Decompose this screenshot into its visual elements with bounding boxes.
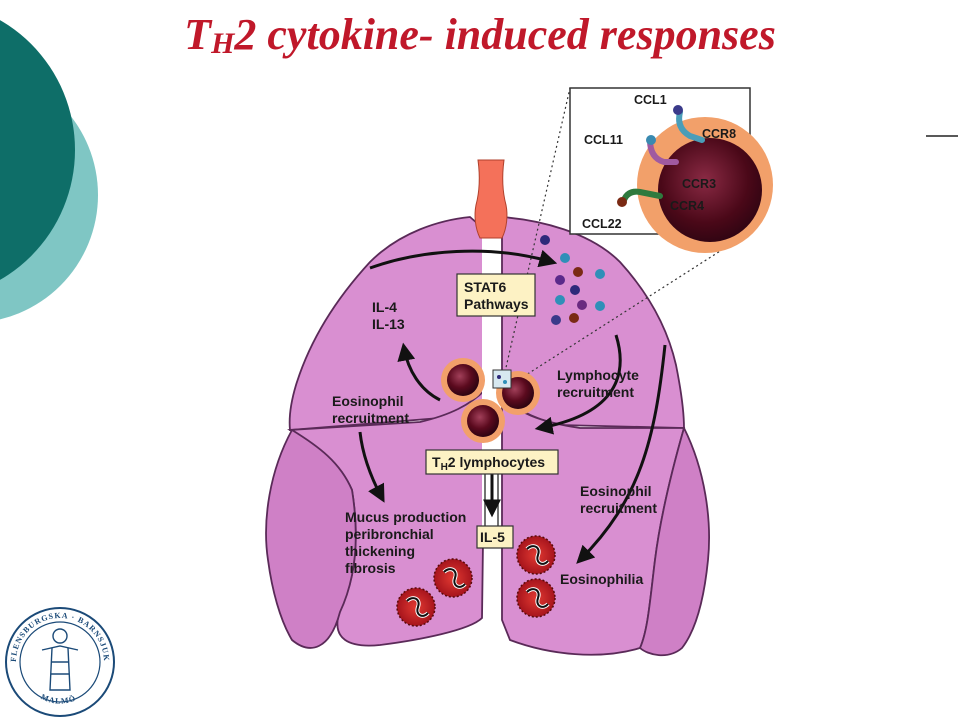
arrows xyxy=(358,249,667,564)
eosinophilia-label: Eosinophilia xyxy=(560,571,643,587)
th2-cell xyxy=(447,364,479,396)
inset-marker xyxy=(492,369,512,389)
title-prefix: T xyxy=(184,10,212,59)
eosinophil-cell xyxy=(516,535,556,575)
th2-lymphocytes-box: TH2 lymphocytes xyxy=(425,449,559,475)
mucus-line4: fibrosis xyxy=(345,560,396,576)
eosinophil-cell xyxy=(433,558,473,598)
th2-cells xyxy=(441,358,540,443)
inset-connectors xyxy=(504,87,751,383)
eosinophil-recruitment-left-line1: Eosinophil xyxy=(332,393,404,409)
eosinophil-recruitment-right-line1: Eosinophil xyxy=(580,483,652,499)
inset-chemokine-box: CCL1 CCL11 CCL22 CCR8 CCR3 CCR4 xyxy=(569,87,773,253)
title-subscript: H xyxy=(211,27,235,60)
logo-figure-icon xyxy=(41,628,79,691)
teal-decoration xyxy=(0,20,98,320)
eosinophils xyxy=(396,535,556,627)
stat6-label: STAT6 xyxy=(464,279,506,295)
ccr4-receptor xyxy=(617,188,663,207)
pathways-label: Pathways xyxy=(464,296,529,312)
inset-ccl11: CCL11 xyxy=(584,133,623,147)
slide-title: TH2 cytokine- induced responses xyxy=(0,0,960,70)
il5-label: IL-5 xyxy=(480,529,505,545)
inset-ccr3: CCR3 xyxy=(682,177,716,191)
arrow-left-down xyxy=(358,431,385,503)
il4-label: IL-4 xyxy=(372,299,397,315)
eosinophil-recruitment-right-line2: recruitment xyxy=(580,500,657,516)
eosinophil-cell xyxy=(516,578,556,618)
lungs xyxy=(265,216,710,657)
th2-cell xyxy=(467,405,499,437)
arrow-to-il xyxy=(397,342,441,402)
mucus-line2: peribronchial xyxy=(345,526,434,542)
lymphocyte-recruitment-line2: recruitment xyxy=(557,384,634,400)
mucus-line1: Mucus production xyxy=(345,509,466,525)
ccr3-cell xyxy=(658,138,762,242)
arrow-right-down xyxy=(576,344,667,564)
inset-ccr8: CCR8 xyxy=(702,127,736,141)
inset-ccl22: CCL22 xyxy=(582,217,622,231)
mucus-line3: thickening xyxy=(345,543,415,559)
chemokine-dots xyxy=(540,235,605,325)
inset-ccr4: CCR4 xyxy=(670,199,704,213)
ccr8-receptor xyxy=(673,105,705,143)
il13-label: IL-13 xyxy=(372,316,405,332)
title-text: 2 cytokine- induced responses xyxy=(234,10,776,59)
arrow-right-arc xyxy=(534,334,622,435)
il5-box: IL-5 xyxy=(476,525,514,549)
arrow-top-arc xyxy=(369,249,558,270)
eosinophil-cell xyxy=(396,587,436,627)
th2-lymphocytes-label: TH2 lymphocytes xyxy=(432,454,545,473)
right-side-lobe xyxy=(638,425,710,657)
lymphocyte-recruitment-line1: Lymphocyte xyxy=(557,367,639,383)
left-side-lobe xyxy=(265,428,357,649)
inset-ccl1: CCL1 xyxy=(634,93,667,107)
stat6-pathways-box: STAT6 Pathways xyxy=(456,273,536,317)
trachea-tube xyxy=(474,159,508,239)
ccr3-receptor xyxy=(646,135,679,165)
eosinophil-recruitment-left-line2: recruitment xyxy=(332,410,409,426)
